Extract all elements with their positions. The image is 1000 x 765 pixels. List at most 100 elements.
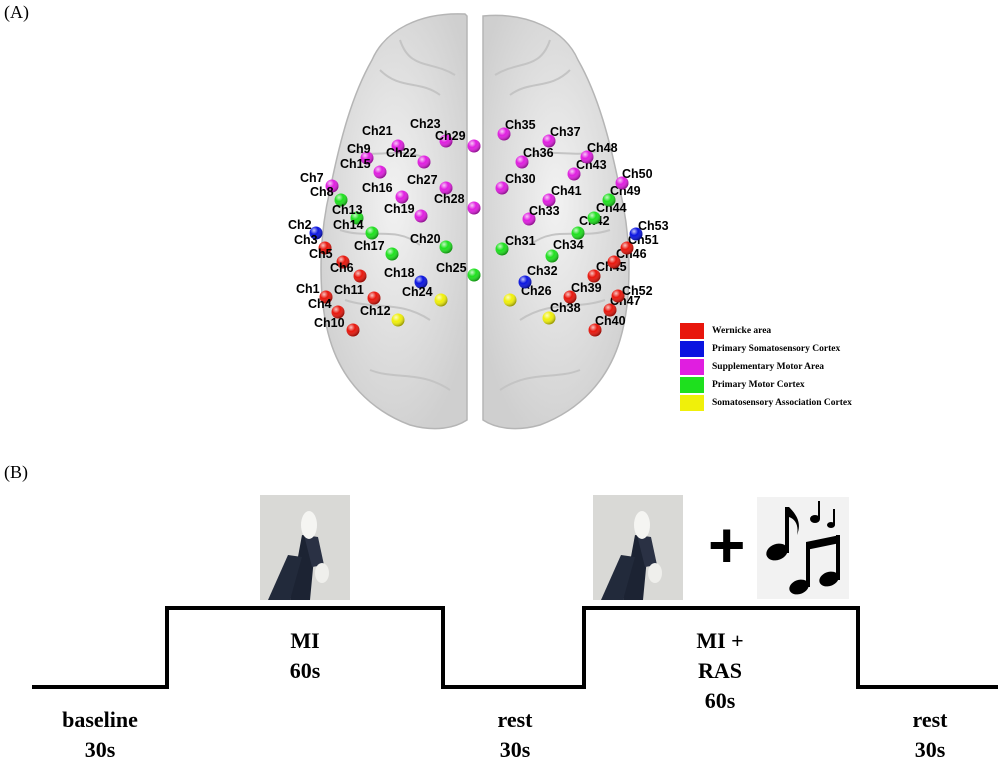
legend-label: Primary Somatosensory Cortex <box>712 344 841 354</box>
channel-marker-shading <box>587 211 601 225</box>
channel-label: Ch3 <box>294 233 318 247</box>
channel-ch9: Ch9 <box>347 142 374 165</box>
channel-label: Ch13 <box>332 203 363 217</box>
channel-marker-shading <box>417 155 431 169</box>
channel-label: Ch48 <box>587 141 618 155</box>
channel-label: Ch12 <box>360 304 391 318</box>
stage-mi-ras-duration: 60s <box>704 688 736 713</box>
channel-marker-shading <box>515 155 529 169</box>
channel-ch42: Ch42 <box>571 214 610 240</box>
channel-ch43: Ch43 <box>567 158 607 181</box>
channel-marker-shading <box>611 289 625 303</box>
legend-swatch-association <box>680 395 704 411</box>
channel-label: Ch21 <box>362 124 393 138</box>
channel-label: Ch20 <box>410 232 441 246</box>
channel-marker-shading <box>588 323 602 337</box>
channel-ch13: Ch13 <box>332 203 364 225</box>
channel-marker-shading <box>542 193 556 207</box>
channel-label: Ch19 <box>384 202 415 216</box>
channel-ch39: Ch39 <box>563 281 602 304</box>
channel-label: Ch8 <box>310 185 334 199</box>
channel-label: Ch44 <box>596 201 627 215</box>
channel-marker-shading <box>467 139 481 153</box>
legend-swatch-motor <box>680 377 704 393</box>
stage-mi-ras: MI + RAS 60s <box>680 626 760 716</box>
legend-swatch-wernicke <box>680 323 704 339</box>
stage-mi-name: MI <box>290 628 320 653</box>
channel-marker-shading <box>607 255 621 269</box>
channel-ch12: Ch12 <box>360 304 405 327</box>
channel-label: Ch16 <box>362 181 393 195</box>
legend-label: Primary Motor Cortex <box>712 380 805 390</box>
channel-marker-shading <box>495 181 509 195</box>
channel-marker-shading <box>615 176 629 190</box>
legend-label: Wernicke area <box>712 326 772 336</box>
region-legend: Wernicke area Primary Somatosensory Cort… <box>680 322 852 412</box>
channel-marker-shading <box>434 293 448 307</box>
channel-marker-shading <box>587 269 601 283</box>
channel-ch11: Ch11 <box>334 283 381 305</box>
channel-marker-shading <box>414 209 428 223</box>
channel-ch20: Ch20 <box>410 232 453 254</box>
channel-marker-shading <box>495 242 509 256</box>
channel-marker-shading <box>365 226 379 240</box>
channel-label: Ch37 <box>550 125 581 139</box>
panel-b-label: (B) <box>4 462 28 482</box>
channel-label: Ch2 <box>288 218 312 232</box>
channel-label: Ch52 <box>622 284 653 298</box>
channel-marker-shading <box>367 291 381 305</box>
channel-label: Ch31 <box>505 234 536 248</box>
channel-label: Ch50 <box>622 167 653 181</box>
channel-marker-shading <box>353 269 367 283</box>
stage-rest-2-duration: 30s <box>914 737 946 762</box>
channel-marker-shading <box>567 167 581 181</box>
plus-sign: + <box>708 509 746 581</box>
channel-marker-shading <box>580 150 594 164</box>
channel-ch52: Ch52 <box>611 284 653 303</box>
channel-label: Ch33 <box>529 204 560 218</box>
walking-feet-image <box>260 495 350 600</box>
channel-marker-shading <box>542 134 556 148</box>
channel-label: Ch29 <box>435 129 466 143</box>
channel-marker-shading <box>467 268 481 282</box>
stage-mi-ras-name: MI + <box>696 628 744 653</box>
channel-label: Ch9 <box>347 142 371 156</box>
channel-marker-shading <box>395 190 409 204</box>
channel-ch32: Ch32 <box>518 264 558 289</box>
channel-marker-shading <box>542 311 556 325</box>
channel-ch21: Ch21 <box>362 124 405 153</box>
channel-ch38: Ch38 <box>542 301 581 325</box>
channel-marker-shading <box>391 139 405 153</box>
channel-ch26: Ch26 <box>503 284 552 307</box>
channel-label: Ch11 <box>334 283 364 297</box>
channel-marker-shading <box>503 293 517 307</box>
stage-mi: MI 60s <box>270 626 340 686</box>
stage-rest-1-name: rest <box>497 707 533 732</box>
stage-rest-1: rest 30s <box>475 705 555 765</box>
channel-ch23: Ch23 <box>410 117 453 148</box>
channel-label: Ch18 <box>384 266 415 280</box>
channel-label: Ch14 <box>333 218 364 232</box>
channel-marker-shading <box>309 226 323 240</box>
channel-ch19: Ch19 <box>384 202 428 223</box>
legend-item: Somatosensory Association Cortex <box>680 394 852 412</box>
channel-ch5: Ch5 <box>309 247 350 269</box>
channel-ch24: Ch24 <box>402 285 448 307</box>
channel-marker-shading <box>373 165 387 179</box>
channel-label: Ch36 <box>523 146 554 160</box>
channel-label: Ch39 <box>571 281 602 295</box>
channel-ch22: Ch22 <box>386 146 431 169</box>
panel-a-label: (A) <box>4 2 29 22</box>
channel-label: Ch23 <box>410 117 441 131</box>
stage-rest-2-name: rest <box>912 707 948 732</box>
channel-label: Ch24 <box>402 285 433 299</box>
protocol-timeline <box>32 606 998 689</box>
channel-label: Ch38 <box>550 301 581 315</box>
legend-item: Primary Motor Cortex <box>680 376 852 394</box>
channel-ch2: Ch2 <box>288 218 323 240</box>
channel-label: Ch34 <box>553 238 584 252</box>
channel-marker-shading <box>391 313 405 327</box>
walking-feet-image <box>593 495 683 600</box>
channel-marker-shading <box>331 305 345 319</box>
